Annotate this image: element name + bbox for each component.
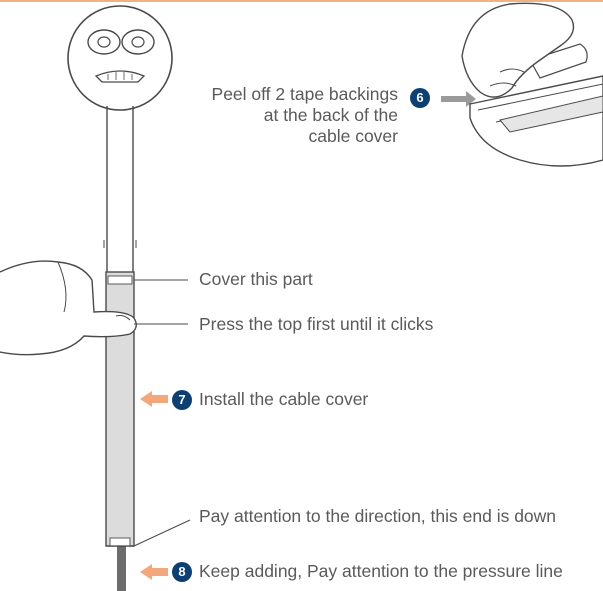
hand-icon [0, 260, 137, 356]
arrow-keep-icon [140, 564, 168, 580]
top-accent-rule [0, 0, 603, 2]
callout-press-top: Press the top first until it clicks [199, 314, 434, 334]
peel-line-1: Peel off 2 tape backings [211, 84, 398, 104]
install-label: Install the cable cover [199, 389, 369, 409]
leader-direction [133, 519, 191, 547]
keep-label: Keep adding, Pay attention to the pressu… [199, 561, 563, 581]
step-badge-8: 8 [172, 562, 192, 582]
camera-head [67, 5, 173, 111]
stand-pole [103, 106, 137, 272]
camera-face-icon [87, 29, 155, 83]
peel-line-3: cable cover [308, 126, 399, 146]
step-badge-7: 7 [172, 390, 192, 410]
arrow-right-icon [441, 91, 476, 107]
callout-direction: Pay attention to the direction, this end… [199, 506, 557, 526]
power-cable [117, 546, 126, 591]
peel-line-2: at the back of the [263, 105, 398, 125]
callout-cover-part: Cover this part [199, 269, 313, 289]
peel-instruction: Peel off 2 tape backings at the back of … [196, 84, 398, 147]
step-badge-6: 6 [410, 88, 430, 108]
cover-detail-illustration [461, 2, 603, 167]
arrow-install-icon [140, 391, 168, 407]
